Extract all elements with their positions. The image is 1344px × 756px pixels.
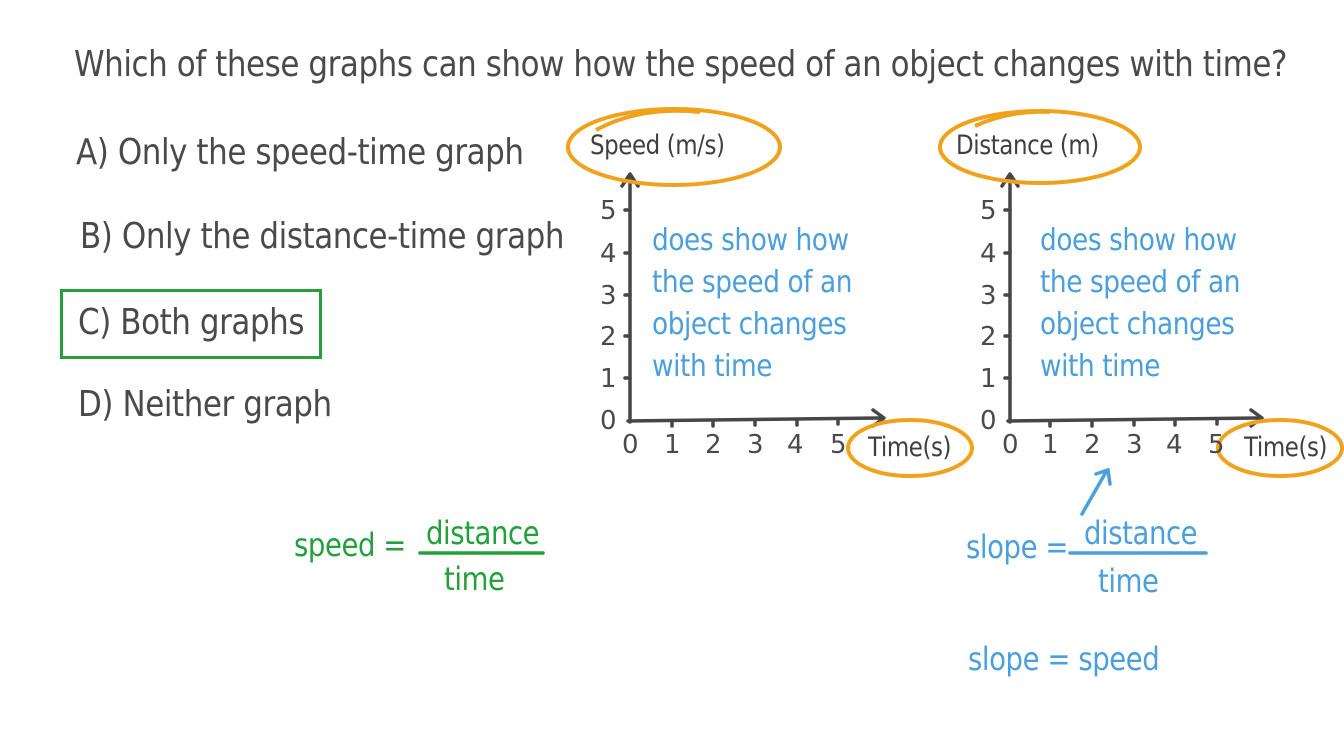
- distance-axis-label: Distance (m): [956, 130, 1099, 161]
- y-tick: 5: [600, 196, 617, 226]
- x-tick: 5: [830, 430, 847, 460]
- speed-axis-label: Speed (m/s): [590, 130, 725, 161]
- x-tick: 2: [1084, 430, 1101, 460]
- option-label: Only the distance-time graph: [121, 216, 565, 257]
- option-a[interactable]: A) Only the speed-time graph: [76, 132, 524, 173]
- pointer-arrow-icon: [1080, 467, 1112, 516]
- speed-graph-note: does show how the speed of an object cha…: [652, 223, 853, 384]
- x-tick: 0: [1002, 430, 1019, 460]
- time-axis-label: Time(s): [868, 432, 952, 463]
- option-letter: A): [76, 132, 109, 173]
- x-tick: 0: [622, 430, 639, 460]
- x-tick: 3: [747, 430, 764, 460]
- option-letter: B): [80, 216, 113, 257]
- time-label-circle-2: [1216, 418, 1344, 478]
- option-label: Only the speed-time graph: [117, 132, 524, 173]
- y-tick: 2: [980, 322, 997, 352]
- y-tick: 4: [980, 239, 997, 269]
- correct-answer-highlight: [60, 289, 322, 359]
- highlight-circles: [566, 107, 1344, 478]
- x-tick: 4: [1166, 430, 1183, 460]
- option-letter: D): [78, 384, 114, 425]
- distance-time-axes: [1000, 172, 1264, 428]
- x-tick: 4: [787, 430, 804, 460]
- x-tick: 2: [705, 430, 722, 460]
- option-b[interactable]: B) Only the distance-time graph: [80, 216, 564, 257]
- y-tick: 0: [600, 406, 617, 436]
- option-label: Both graphs: [120, 302, 305, 343]
- time-label-circle-1: [846, 418, 974, 478]
- slope-formula-lhs: slope =: [966, 528, 1069, 566]
- distance-graph-note: does show how the speed of an object cha…: [1040, 223, 1241, 384]
- y-tick: 4: [600, 239, 617, 269]
- option-d[interactable]: D) Neither graph: [78, 384, 332, 425]
- x-tick: 1: [664, 430, 681, 460]
- speed-formula-numerator: distance: [426, 514, 540, 552]
- y-tick: 3: [980, 281, 997, 311]
- question-text: Which of these graphs can show how the s…: [74, 44, 1288, 85]
- x-tick: 3: [1126, 430, 1143, 460]
- y-tick: 1: [600, 364, 617, 394]
- option-letter: C): [78, 302, 111, 343]
- x-tick: 1: [1042, 430, 1059, 460]
- slope-formula-numerator: distance: [1084, 514, 1198, 552]
- y-tick: 1: [980, 364, 997, 394]
- option-label: Neither graph: [122, 384, 332, 425]
- slope-formula-denominator: time: [1098, 562, 1159, 600]
- slope-equals-speed: slope = speed: [968, 640, 1160, 678]
- x-tick: 5: [1208, 430, 1225, 460]
- y-tick: 0: [980, 406, 997, 436]
- speed-formula-denominator: time: [444, 560, 505, 598]
- y-tick: 5: [980, 196, 997, 226]
- speed-formula-lhs: speed =: [294, 526, 406, 564]
- time-axis-label: Time(s): [1244, 432, 1328, 463]
- option-c[interactable]: C) Both graphs: [78, 302, 305, 343]
- y-tick: 3: [600, 281, 617, 311]
- y-tick: 2: [600, 322, 617, 352]
